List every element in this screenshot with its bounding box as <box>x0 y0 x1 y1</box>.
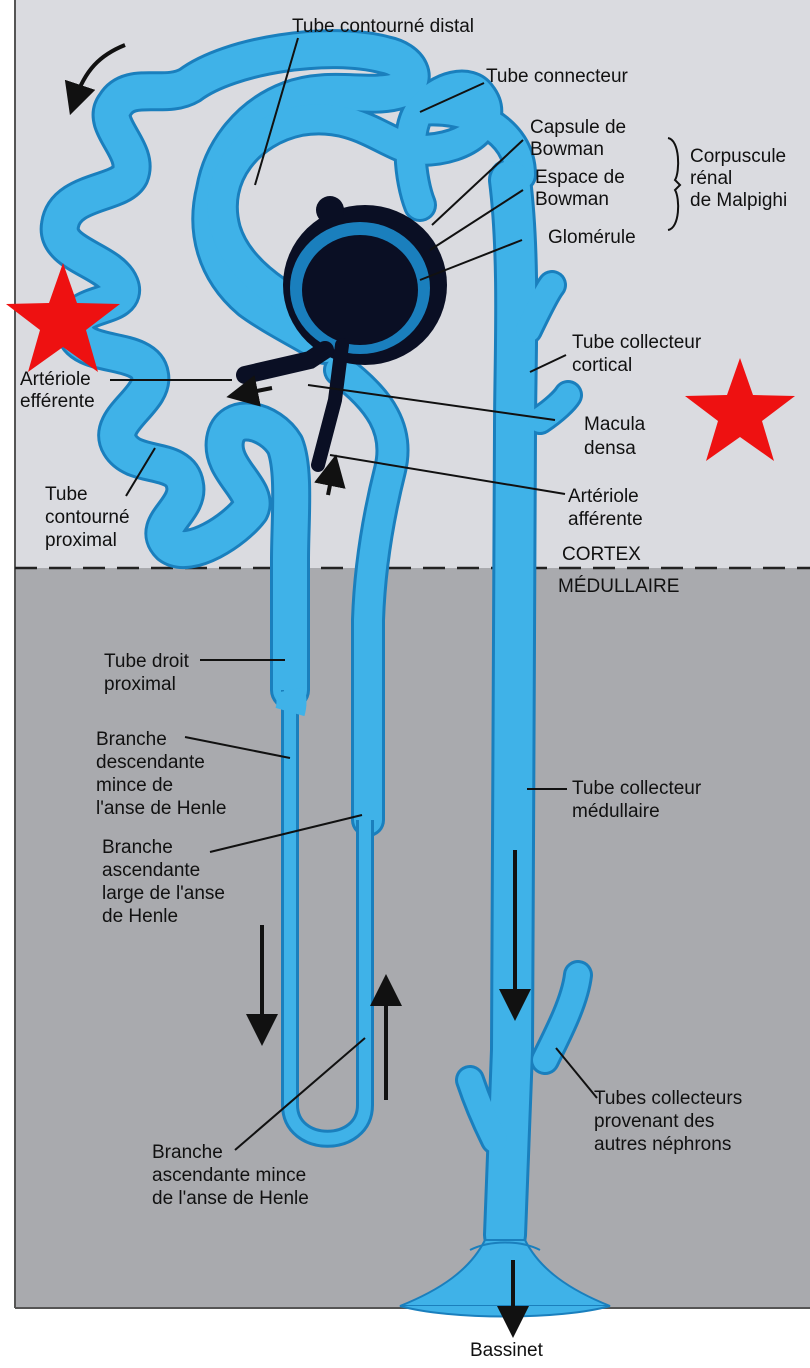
label-tube-contourne-distal: Tube contourné distal <box>292 16 474 37</box>
label-bassinet: Bassinet <box>470 1340 544 1361</box>
label-medullaire: MÉDULLAIRE <box>558 576 679 597</box>
label-cortex: CORTEX <box>562 544 641 565</box>
label-tube-connecteur: Tube connecteur <box>486 66 629 87</box>
label-glomerule: Glomérule <box>548 227 636 248</box>
